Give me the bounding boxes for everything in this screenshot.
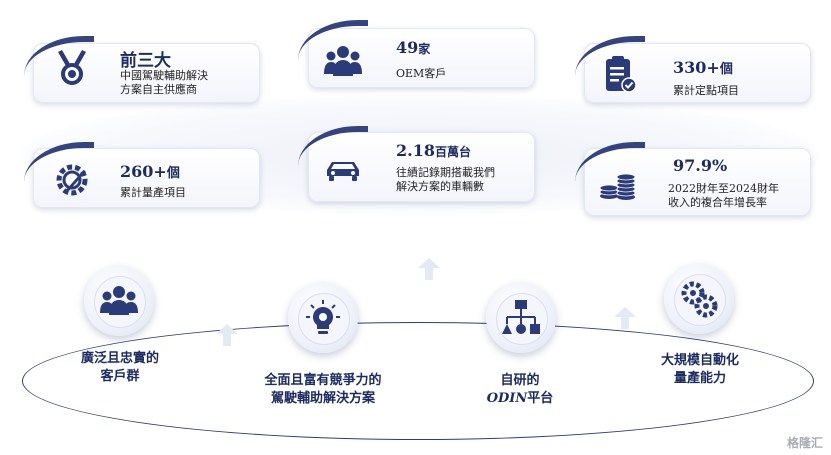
- stat-value: 330+個: [673, 58, 733, 77]
- stat-unit: 個: [166, 166, 180, 181]
- stat-value: 49家: [396, 38, 430, 57]
- stat-desc-line2: 方案自主供應商: [120, 83, 197, 96]
- pillar-label-line1: 自研的: [500, 373, 540, 388]
- pillar-label-line2: 客戶群: [100, 369, 140, 384]
- stat-desc-line1: OEM客戶: [396, 67, 447, 80]
- up-arrow-icon: [614, 307, 636, 329]
- stat-number: 2.18: [396, 141, 435, 160]
- lightbulb-gear-icon: [306, 300, 340, 334]
- stat-unit: 百萬台: [434, 145, 471, 159]
- pillar-label: 廣泛且忠實的 客戶群: [60, 350, 180, 386]
- up-arrow-icon: [418, 258, 440, 280]
- stat-desc-line2: 收入的複合年增長率: [668, 196, 767, 209]
- pillar-label-line1: 廣泛且忠實的: [80, 351, 159, 366]
- medal-icon: [58, 50, 86, 85]
- stat-desc-line1: 中國駕駛輔助解決: [120, 69, 208, 82]
- pillar-label-line1: 大規模自動化: [660, 353, 739, 368]
- stat-desc-line2: 解決方案的車輛數: [396, 180, 484, 193]
- stat-value: 260+個: [120, 162, 180, 181]
- stat-desc-line1: 累計量產項目: [120, 186, 186, 199]
- card-swoosh: [298, 20, 368, 66]
- stat-unit: 家: [418, 42, 431, 56]
- clipboard-check-icon: [606, 56, 637, 93]
- card-swoosh: [24, 142, 94, 188]
- pillar-circle-customers: [84, 266, 154, 336]
- stat-unit: 個: [719, 62, 733, 77]
- stat-desc-line1: 累計定點項目: [673, 84, 739, 97]
- stat-desc-line1: 往績記錄期搭載我們: [396, 166, 495, 179]
- stat-value: 97.9%: [673, 156, 728, 175]
- pillar-circle-inner: [94, 276, 146, 328]
- card-swoosh: [575, 142, 645, 188]
- stat-number: 260+: [120, 162, 167, 181]
- stat-value: 前三大: [120, 51, 171, 71]
- stat-desc-line1: 2022財年至2024財年: [668, 182, 779, 195]
- up-arrow-icon: [216, 324, 238, 346]
- pillar-label-emphasis: ODIN: [486, 391, 528, 406]
- pillar-label: 全面且富有競爭力的 駕駛輔助解決方案: [248, 372, 398, 408]
- pillar-label-tail: 平台: [527, 391, 554, 406]
- coins-icon: [599, 173, 636, 200]
- card-swoosh: [298, 126, 368, 172]
- people-icon: [100, 286, 138, 315]
- pillar-label-line2: ODIN平台: [460, 390, 580, 408]
- pillar-label: 大規模自動化 量產能力: [640, 352, 760, 388]
- gears-icon: [681, 281, 718, 318]
- network-icon: [502, 300, 540, 334]
- stat-number: 49: [396, 38, 419, 57]
- stat-number: 330+: [673, 58, 720, 77]
- gear-wrench-icon: [56, 164, 88, 196]
- people-icon: [324, 46, 362, 76]
- pillar-label-line2: 量產能力: [673, 371, 726, 386]
- pillar-label: 自研的 ODIN平台: [460, 372, 580, 408]
- card-swoosh: [24, 36, 94, 82]
- watermark-brand: 格隆汇: [786, 436, 823, 450]
- pillar-label-line1: 全面且富有競爭力的: [264, 373, 382, 388]
- car-icon: [327, 162, 359, 181]
- foundation-ring: [22, 322, 814, 440]
- stat-value: 2.18百萬台: [396, 141, 471, 160]
- pillar-label-line2: 駕駛輔助解決方案: [270, 391, 375, 406]
- card-swoosh: [575, 36, 645, 82]
